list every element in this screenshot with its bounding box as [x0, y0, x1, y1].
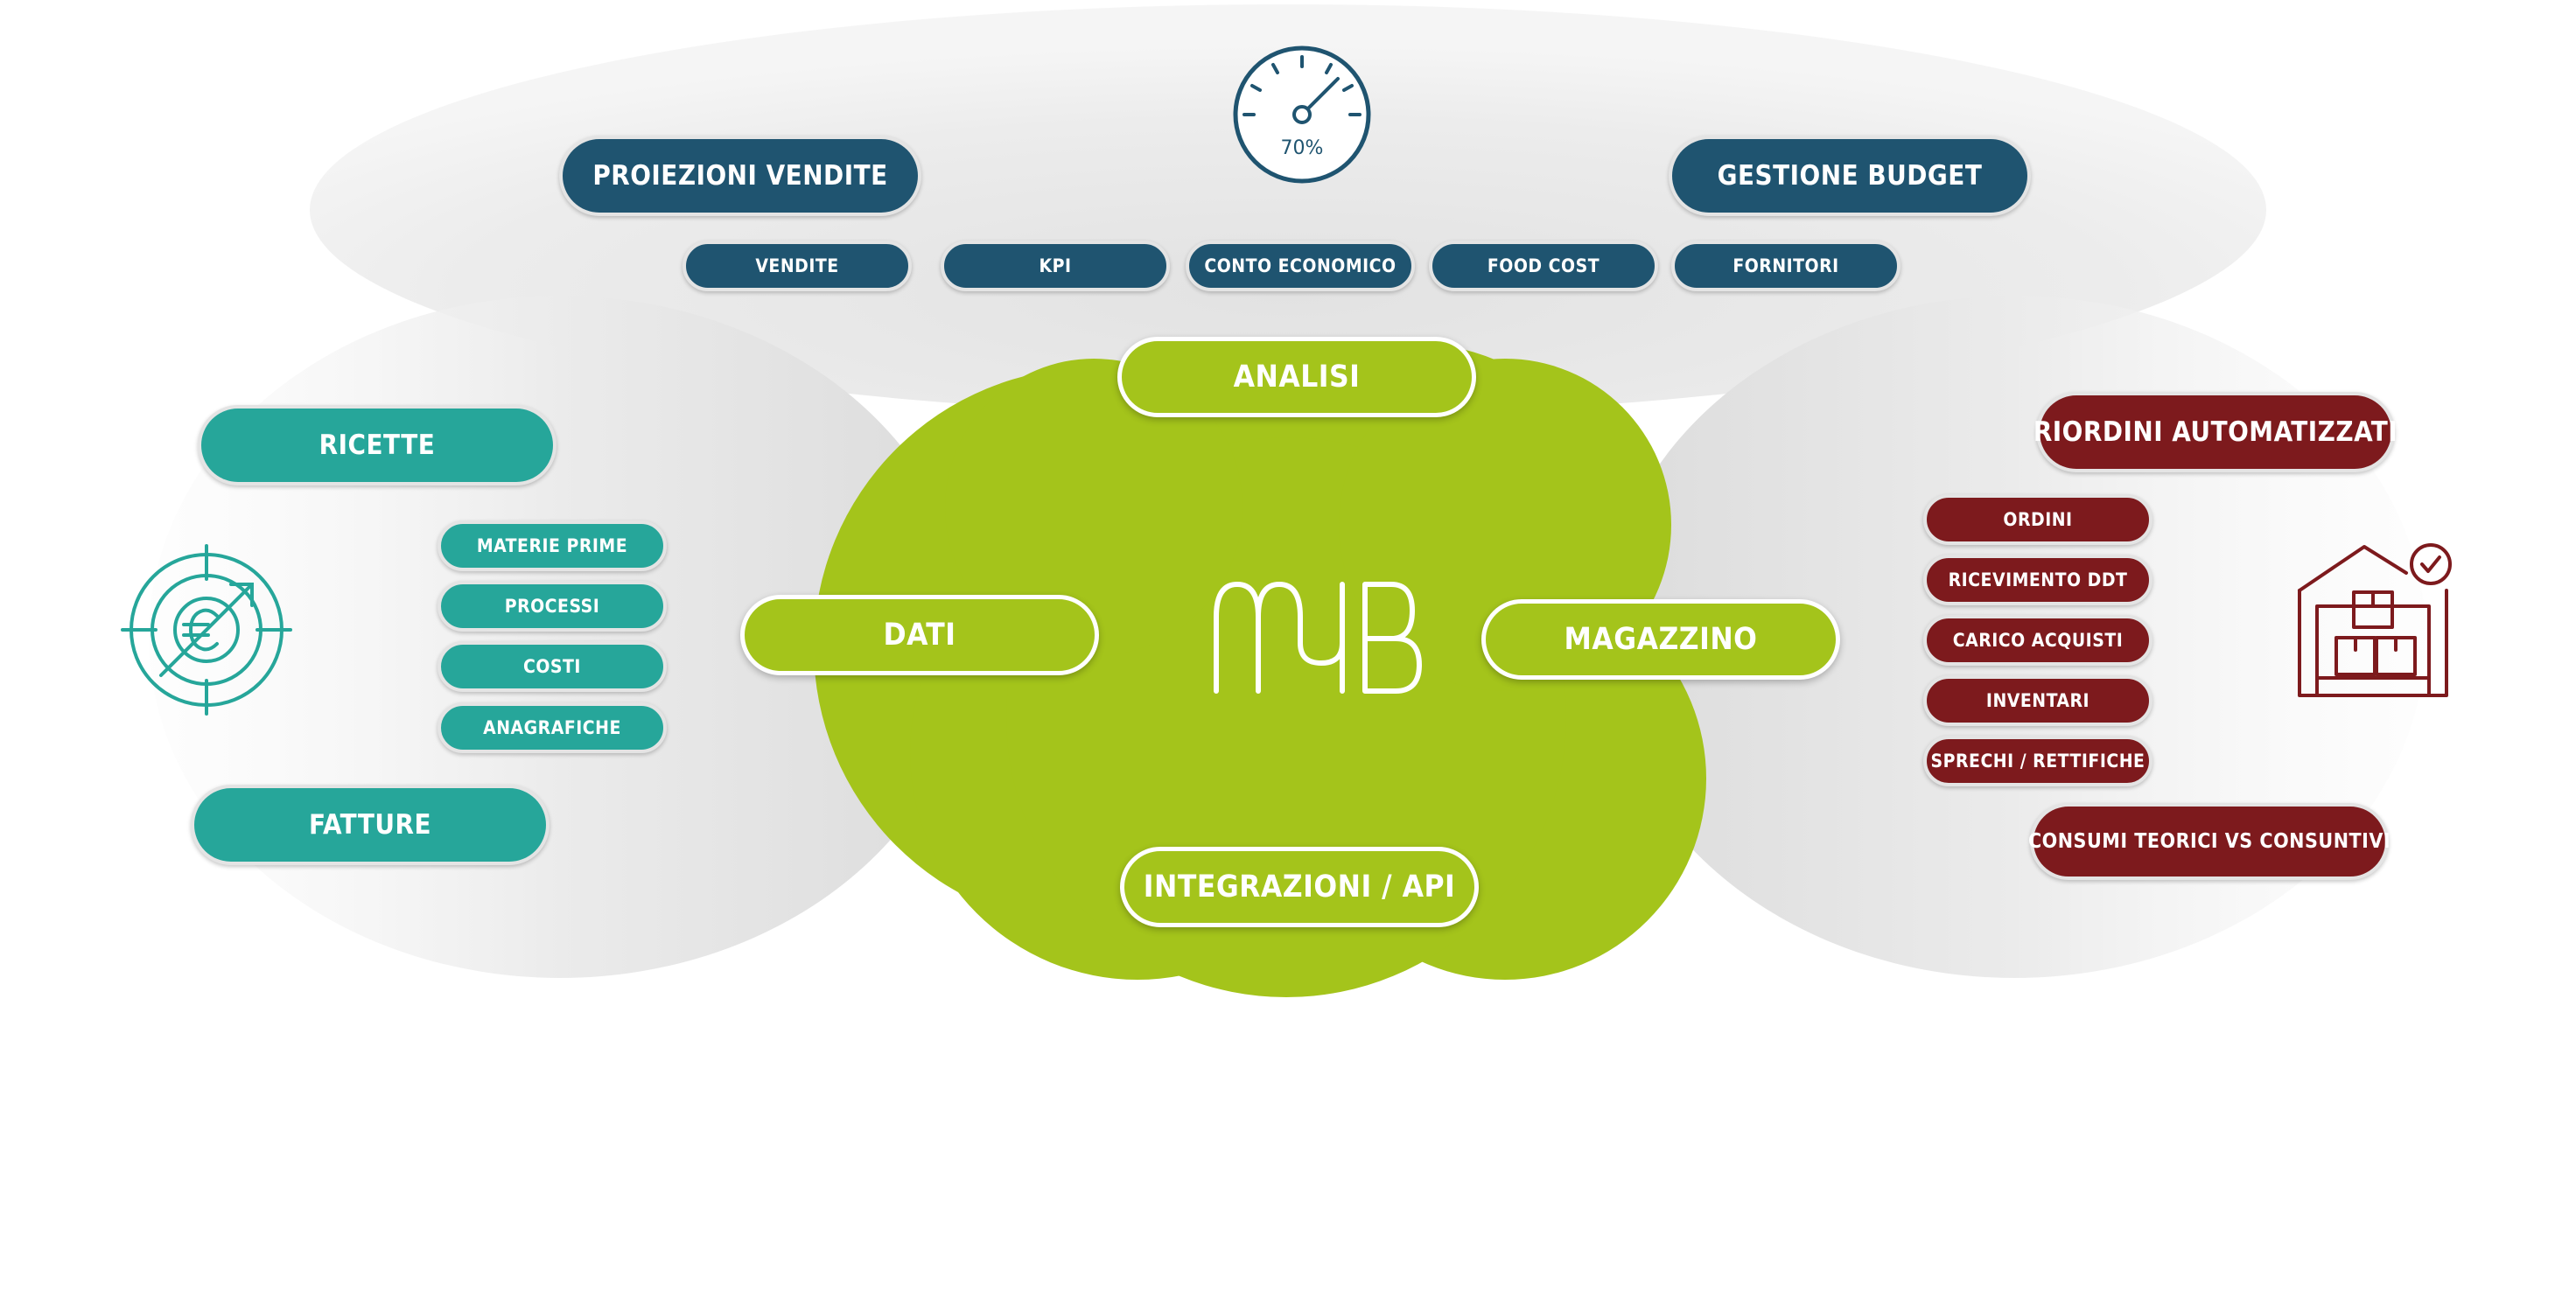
- euro-target-icon: [121, 544, 292, 716]
- materie-prime-item: MATERIE PRIME: [438, 520, 667, 571]
- carico-acquisti-item: CARICO ACQUISTI: [1923, 615, 2152, 666]
- sprechi-rettifiche-item: SPRECHI / RETTIFICHE: [1923, 736, 2152, 786]
- gauge-value: 70%: [1281, 137, 1324, 159]
- dati-node: DATI: [740, 595, 1099, 675]
- myb-logo: [1214, 582, 1422, 694]
- conto-economico-item: CONTO ECONOMICO: [1186, 241, 1415, 291]
- gestione-budget-heading: GESTIONE BUDGET: [1669, 136, 2031, 216]
- consumi-teorici-heading: CONSUMI TEORICI VS CONSUNTIVI: [2028, 803, 2390, 880]
- vendite-item: VENDITE: [682, 241, 912, 291]
- analisi-node: ANALISI: [1117, 337, 1476, 417]
- food-cost-item: FOOD COST: [1429, 241, 1658, 291]
- proiezioni-vendite-heading: PROIEZIONI VENDITE: [559, 136, 921, 216]
- ricevimento-ddt-item: RICEVIMENTO DDT: [1923, 555, 2152, 605]
- kpi-item: KPI: [941, 241, 1170, 291]
- anagrafiche-item: ANAGRAFICHE: [438, 702, 667, 753]
- inventari-item: INVENTARI: [1923, 675, 2152, 726]
- magazzino-node: MAGAZZINO: [1481, 599, 1840, 680]
- fatture-heading: FATTURE: [191, 785, 550, 865]
- integrazioni-api-node: INTEGRAZIONI / API: [1120, 847, 1479, 927]
- fornitori-item: FORNITORI: [1671, 241, 1900, 291]
- ricette-heading: RICETTE: [198, 405, 556, 485]
- ordini-item: ORDINI: [1923, 494, 2152, 545]
- processi-item: PROCESSI: [438, 581, 667, 632]
- warehouse-check-icon: [2298, 543, 2452, 697]
- top-petal: [310, 4, 2266, 416]
- gauge-icon: 70%: [1233, 45, 1371, 184]
- riordini-automatizzati-heading: RIORDINI AUTOMATIZZATI: [2034, 392, 2398, 472]
- costi-item: COSTI: [438, 641, 667, 692]
